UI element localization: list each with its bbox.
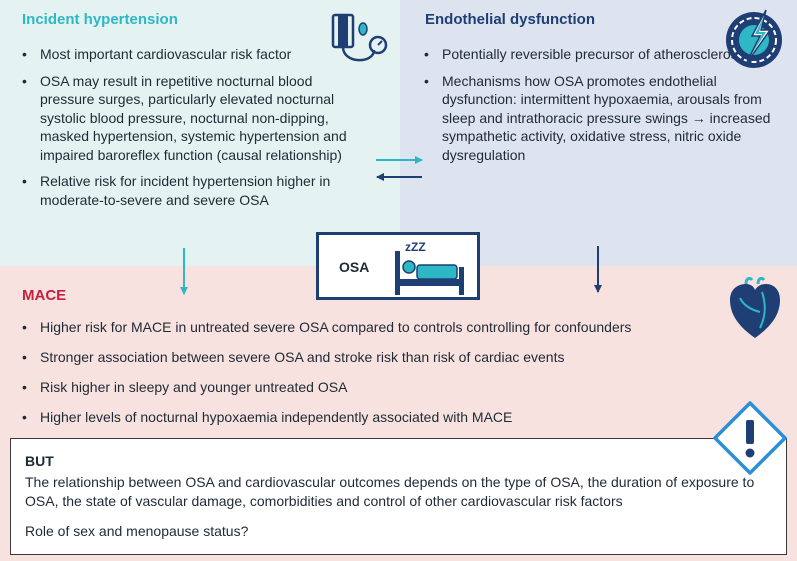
hypertension-bullets: Most important cardiovascular risk facto… — [22, 45, 357, 217]
sleep-zzz-text: zZZ — [405, 240, 426, 254]
list-item: Higher levels of nocturnal hypoxaemia in… — [22, 408, 742, 427]
blood-pressure-monitor-icon — [331, 13, 388, 62]
list-item: Stronger association between severe OSA … — [22, 348, 742, 367]
osa-label: OSA — [339, 259, 370, 275]
heart-icon — [730, 276, 780, 338]
list-item: Most important cardiovascular risk facto… — [22, 45, 357, 64]
endothelial-title: Endothelial dysfunction — [425, 11, 596, 28]
warning-diamond-icon — [713, 401, 787, 475]
caveat-box: BUT The relationship between OSA and car… — [10, 438, 787, 555]
mace-bullets: Higher risk for MACE in untreated severe… — [22, 318, 742, 438]
damaged-vessel-icon — [726, 9, 782, 68]
list-item: Risk higher in sleepy and younger untrea… — [22, 378, 742, 397]
list-item: Potentially reversible precursor of athe… — [424, 45, 784, 64]
list-item: Higher risk for MACE in untreated severe… — [22, 318, 742, 337]
caveat-text: The relationship between OSA and cardiov… — [25, 474, 755, 509]
sleeping-person-bed-icon: zZZ — [395, 240, 464, 295]
mace-title: MACE — [22, 287, 67, 304]
endothelial-bullets: Potentially reversible precursor of athe… — [424, 45, 784, 172]
hypertension-title: Incident hypertension — [22, 11, 178, 28]
osa-box: OSA zZZ — [316, 232, 480, 300]
list-item: Mechanisms how OSA promotes endothelial … — [424, 72, 784, 165]
list-item: OSA may result in repetitive nocturnal b… — [22, 72, 357, 165]
caveat-question: Role of sex and menopause status? — [25, 523, 249, 539]
caveat-title: BUT — [25, 453, 54, 469]
list-item: Relative risk for incident hypertension … — [22, 172, 357, 209]
